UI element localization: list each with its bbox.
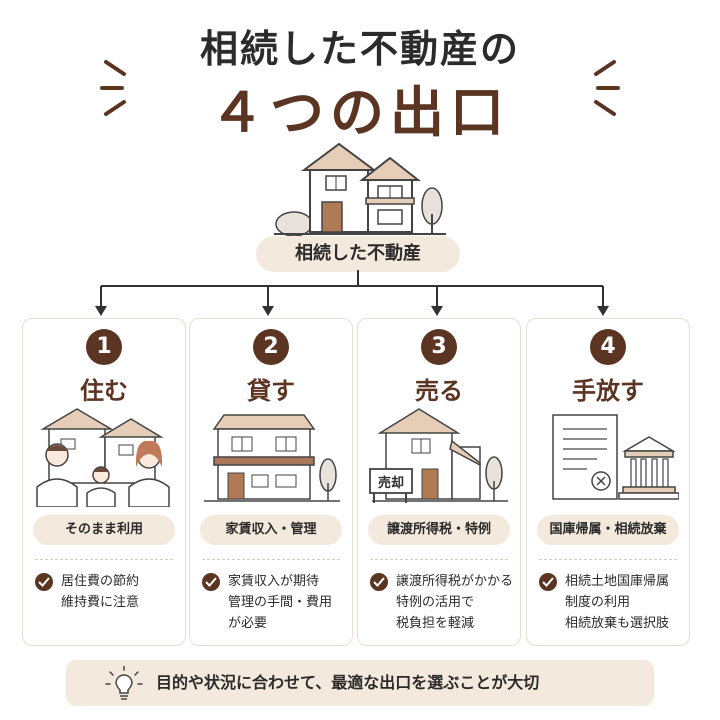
branch-arrows <box>95 270 609 316</box>
note-line: 特例の活用で <box>396 595 475 610</box>
note-line: 居住費の節約 <box>61 574 140 589</box>
option-tag: 家賃収入・管理 <box>200 515 342 545</box>
note-line: 譲渡所得税がかかる <box>396 574 514 589</box>
inherited-house-icon <box>274 142 446 237</box>
option-card-rent: 2 貸す 家賃収入・管理 家賃収入が期待 管理の手間・費用 が必要 <box>189 318 353 646</box>
note-line: 税負担を軽減 <box>396 616 475 631</box>
note-line: 管理の手間・費用 <box>228 595 333 610</box>
divider <box>370 559 508 560</box>
option-tag: 国庫帰属・相続放棄 <box>537 515 679 545</box>
check-icon <box>539 573 557 591</box>
option-title: 手放す <box>572 377 644 405</box>
family-house-icon <box>36 408 170 507</box>
check-icon <box>370 573 388 591</box>
lightbulb-icon <box>105 666 143 700</box>
note-line: 制度の利用 <box>565 595 631 610</box>
option-card-relinquish: 4 手放す 国庫帰属・相続放棄 相続土地国庫帰属 制度の利用 相続放棄も選択肢 <box>526 318 690 646</box>
tip-banner: 目的や状況に合わせて、最適な出口を選ぶことが大切 <box>66 660 654 706</box>
option-number: 2 <box>253 329 289 365</box>
hero-label: 相続した不動産 <box>256 236 460 272</box>
note-line: 相続土地国庫帰属 <box>565 574 670 589</box>
apartment-icon <box>204 414 340 502</box>
note-line: が必要 <box>228 616 268 631</box>
spark-left-icon <box>100 60 126 116</box>
option-number: 1 <box>86 329 122 365</box>
note-line: 家賃収入が期待 <box>228 574 320 589</box>
divider <box>35 559 173 560</box>
option-card-live: 1 住む そのまま利用 居住費の節約 維持費に注意 <box>22 318 186 646</box>
option-tag: 譲渡所得税・特例 <box>368 515 510 545</box>
tip-text: 目的や状況に合わせて、最適な出口を選ぶことが大切 <box>156 673 540 692</box>
check-icon <box>35 573 53 591</box>
divider <box>202 559 340 560</box>
option-title: 売る <box>415 377 463 405</box>
spark-right-icon <box>594 60 620 116</box>
check-icon <box>202 573 220 591</box>
house-for-sale-icon: 売却 <box>369 408 508 503</box>
option-number: 4 <box>590 329 626 365</box>
option-number: 3 <box>421 329 457 365</box>
title-line-2: ４つの出口 <box>210 81 510 144</box>
option-tag: そのまま利用 <box>33 515 175 545</box>
sale-sign-label: 売却 <box>378 475 404 491</box>
note-line: 維持費に注意 <box>61 595 140 610</box>
option-card-sell: 3 売る 売却 譲渡所得税・特例 譲渡所得税がかかる 特例の活用で 税負担を軽減 <box>357 318 521 646</box>
note-line: 相続放棄も選択肢 <box>565 616 670 631</box>
option-title: 住む <box>80 377 128 405</box>
title-line-1: 相続した不動産の <box>199 27 520 71</box>
document-government-icon <box>552 414 679 500</box>
option-title: 貸す <box>247 377 295 405</box>
divider <box>539 559 677 560</box>
